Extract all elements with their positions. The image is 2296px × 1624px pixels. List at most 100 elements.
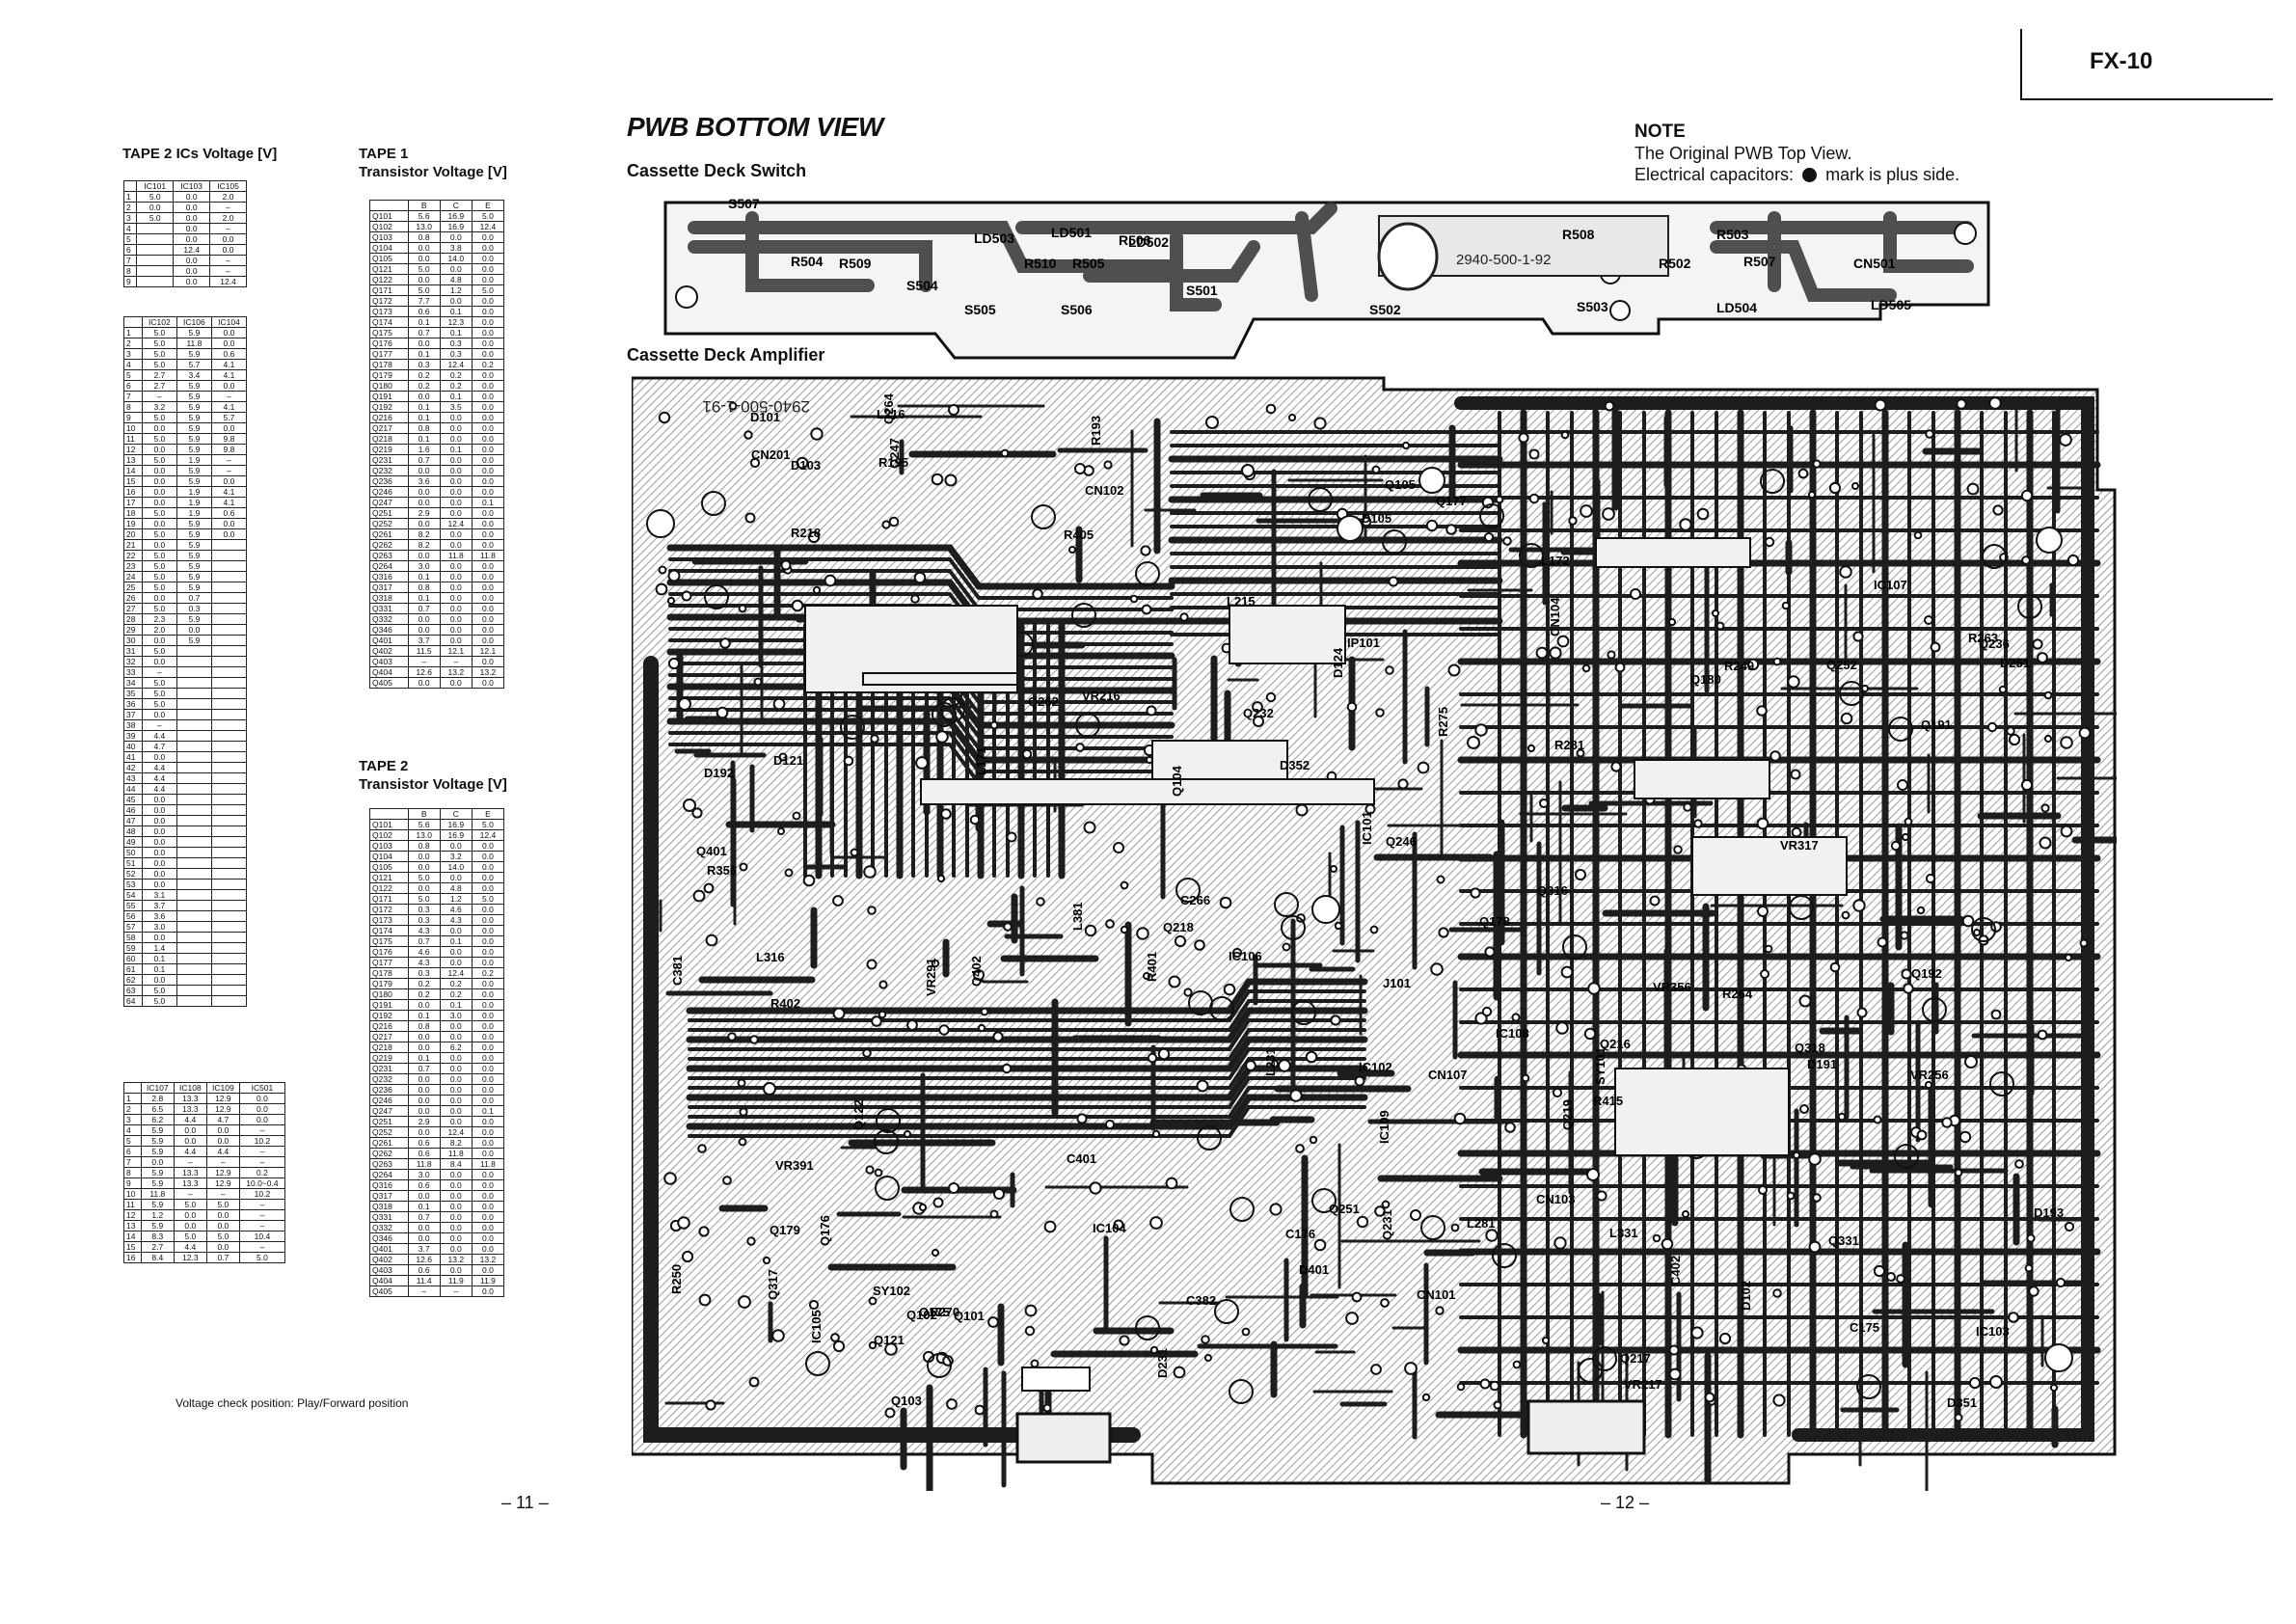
table-cell: Q122 [369,274,409,285]
ic-package [1614,1068,1790,1156]
table-cell: Q103 [369,840,409,852]
solder-pad [1828,481,1842,495]
solder-pad [1282,942,1291,952]
solder-pad [1430,962,1444,976]
table-cell: 0.2 [407,978,441,989]
table-cell: 4.1 [210,486,248,498]
solder-pad [1874,398,1887,412]
table-cell: 5.0 [205,1199,240,1210]
part-label: S502 [1369,302,1401,317]
table-cell [176,910,212,922]
table-cell: 5.0 [141,507,177,519]
solder-pad [722,1176,732,1185]
solder-pad [1168,975,1181,988]
table-cell [176,772,212,784]
solder-pad [802,874,816,887]
solder-pad [1924,615,1933,625]
table-cell: Q246 [369,486,409,498]
table-cell: 1.9 [176,486,212,498]
solder-pad [705,1399,716,1411]
transistor-outline [875,1176,900,1201]
solder-pad [871,1015,882,1027]
solder-pad [913,571,927,584]
table-cell: 5.9 [140,1220,175,1232]
table-cell: 0.0 [439,613,473,625]
copper-trace [686,1007,1368,1043]
table-cell: Q261 [369,1137,409,1149]
solder-pad [1781,601,1791,610]
copper-trace [1170,230,1222,311]
copper-trace [688,1018,1366,1051]
solder-pad [1958,1130,1972,1144]
table-cell: 0.0 [407,465,441,476]
solder-pad [777,827,785,835]
solder-pad [1146,705,1157,717]
table-cell [210,613,248,625]
table-cell: 5.7 [176,359,212,370]
table-cell: 0.0 [439,507,473,519]
table-cell: 28 [123,613,143,625]
solder-pad [931,473,944,486]
table-cell: 0.0 [471,560,505,572]
solder-pad [677,1216,690,1230]
solder-pad [746,1236,756,1246]
column-header: IC103 [173,180,211,192]
table-cell: 7 [122,255,138,266]
copper-trace [1883,211,1974,273]
table-cell: 0.3 [407,967,441,979]
ic-package [1634,759,1770,799]
table-cell: Q405 [369,677,409,689]
table-cell: 0.6 [407,1137,441,1149]
solder-pad [737,1078,746,1088]
part-label: D352 [1280,758,1310,772]
table-cell: 10.2 [238,1135,286,1147]
solder-pad [1084,924,1097,937]
table-cell: 11.8 [439,1148,473,1159]
solder-pad [1528,448,1540,460]
transistor-outline [1922,997,1947,1022]
table-cell: 14 [123,1231,142,1242]
table-cell: 7.7 [407,295,441,307]
solder-pad [1397,778,1409,790]
note-line-2-pre: Electrical capacitors: [1634,165,1795,184]
solder-pad [691,807,703,819]
table-cell: 5.9 [176,412,212,423]
table-cell: Q171 [369,284,409,296]
solder-pad [2059,433,2072,447]
ic-package [1151,740,1288,780]
table-cell: 14.0 [439,253,473,264]
part-label: R507 [1743,254,1776,269]
ground-bus [1454,396,2094,1442]
table-cell: 5.9 [176,465,212,476]
table-cell: 0.0 [439,465,473,476]
part-label: L216 [877,407,905,421]
table-cell [210,539,248,551]
table-cell: 11 [123,433,143,445]
solder-pad [1581,663,1591,673]
solder-pad [2055,1277,2066,1288]
table-cell: 0.0 [439,1190,473,1202]
table-cell: 0.0 [471,1169,505,1180]
table-cell: 4.7 [205,1114,240,1125]
solder-pad [884,1342,898,1356]
table-cell: 0.0 [407,1031,441,1042]
solder-pad [1718,1332,1732,1345]
solder-pad [948,404,959,416]
solder-pad [1786,1191,1796,1201]
table-cell: 0.0 [173,1209,207,1221]
table-cell: 0.0 [471,380,505,392]
table-cell: 59 [123,942,143,954]
part-label: C266 [1180,893,1210,907]
part-label: R510 [1024,256,1057,271]
table-cell: 5.9 [140,1199,175,1210]
